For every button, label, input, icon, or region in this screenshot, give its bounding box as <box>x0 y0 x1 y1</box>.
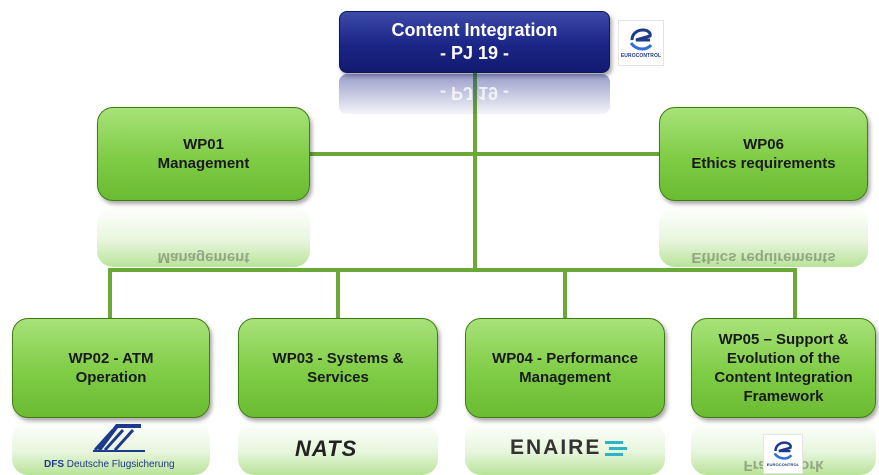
enaire-logo: ENAIRE <box>510 436 628 460</box>
wp03-reflection <box>238 422 438 475</box>
nats-logo: NATS <box>295 436 357 462</box>
title-line2: - PJ 19 - <box>439 43 510 63</box>
connector-title-down <box>473 73 477 270</box>
wp05-line3: Content Integration <box>714 369 853 386</box>
connector-wp05 <box>793 268 797 320</box>
eurocontrol-logo: EUROCONTROL <box>618 20 664 66</box>
eurocontrol-caption: EUROCONTROL <box>620 52 662 59</box>
dfs-name: Deutsche Flugsicherung <box>66 459 175 470</box>
connector-wp03 <box>336 268 340 320</box>
connector-wp04 <box>563 268 567 320</box>
pj19-title-box: Content Integration - PJ 19 - <box>339 11 610 73</box>
enaire-stripes-icon <box>605 441 628 456</box>
nats-wordmark: NATS <box>295 436 358 461</box>
wp01-reflection: Management <box>97 207 310 267</box>
wp04-box: WP04 - Performance Management <box>465 318 665 418</box>
wp05-line1: WP05 – Support & <box>718 331 849 348</box>
wp01-line2: Management <box>157 155 250 172</box>
wp06-line1: WP06 <box>743 136 784 153</box>
connector-bottom-bus <box>108 268 797 272</box>
title-reflection: - PJ 19 - <box>339 74 610 114</box>
wp04-line1: WP04 - Performance <box>492 350 638 367</box>
wp06-line2: Ethics requirements <box>691 155 836 172</box>
dfs-logo: DFS Deutsche Flugsicherung <box>44 424 194 475</box>
wp06-reflection: Ethics requirements <box>659 207 868 267</box>
eurocontrol-e-icon <box>629 27 653 50</box>
dfs-emblem-icon <box>93 424 145 452</box>
eurocontrol-e-icon-bottom <box>773 441 793 460</box>
wp02-line1: WP02 - ATM <box>68 350 154 367</box>
wp02-line2: Operation <box>75 369 147 386</box>
eurocontrol-caption-bottom: EUROCONTROL <box>766 462 800 467</box>
dfs-abbr: DFS <box>44 459 64 470</box>
wp01-box: WP01 Management <box>97 107 310 201</box>
wp05-line4: Framework <box>743 388 824 405</box>
wp01-reflection-text: Management <box>157 249 250 266</box>
enaire-wordmark: ENAIRE <box>510 436 602 459</box>
wp01-line1: WP01 <box>183 136 224 153</box>
connector-wp02 <box>108 268 112 320</box>
wp03-box: WP03 - Systems & Services <box>238 318 438 418</box>
wp04-line2: Management <box>519 369 611 386</box>
connector-wp01-wp06 <box>310 152 662 156</box>
wp03-line1: WP03 - Systems & <box>272 350 404 367</box>
wp05-box: WP05 – Support & Evolution of the Conten… <box>691 318 876 418</box>
wp06-box: WP06 Ethics requirements <box>659 107 868 201</box>
wp04-reflection <box>465 422 665 475</box>
wp05-line2: Evolution of the <box>726 350 841 367</box>
wp03-line2: Services <box>307 369 369 386</box>
wp02-box: WP02 - ATM Operation <box>12 318 210 418</box>
title-reflection-text: - PJ 19 - <box>439 83 510 103</box>
title-line1: Content Integration <box>391 20 558 40</box>
eurocontrol-logo-bottom: EUROCONTROL <box>763 434 803 474</box>
wp06-reflection-text: Ethics requirements <box>691 249 836 266</box>
